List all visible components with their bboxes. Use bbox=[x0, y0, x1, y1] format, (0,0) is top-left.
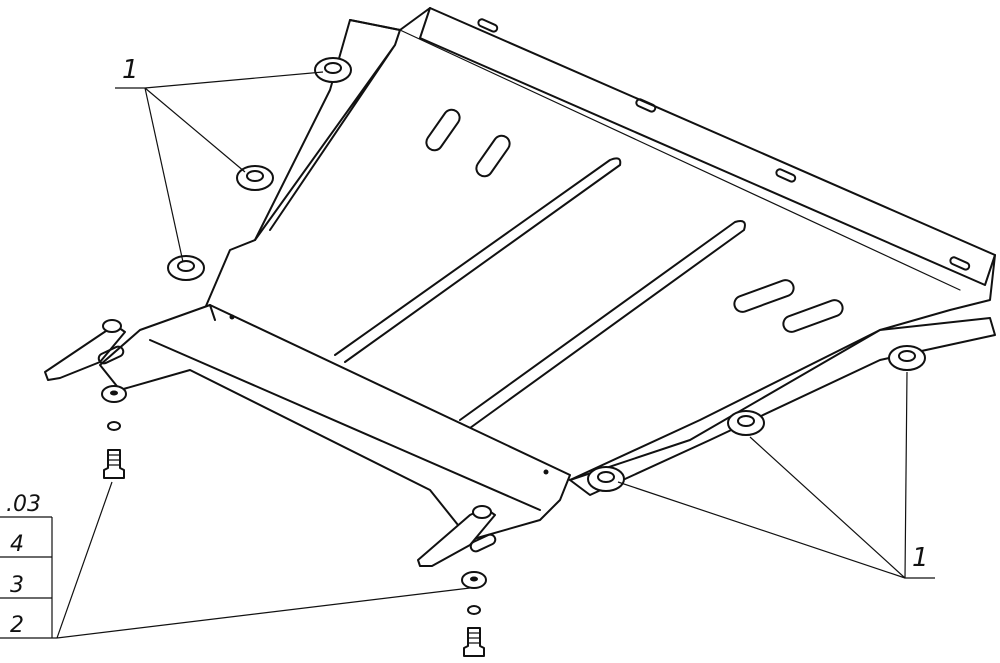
callout-label-top-left: 1 bbox=[122, 55, 139, 85]
left-hook-slot bbox=[97, 345, 125, 365]
leader-lines bbox=[56, 71, 935, 639]
fastener-stack-left bbox=[101, 385, 127, 479]
nut bbox=[167, 255, 205, 281]
spec-table: .03 4 3 2 bbox=[0, 492, 57, 639]
bolt bbox=[463, 627, 485, 657]
nut bbox=[472, 505, 492, 519]
spec-row: .03 bbox=[6, 492, 41, 517]
left-hook bbox=[44, 324, 126, 381]
lock-washer bbox=[467, 605, 481, 615]
washer-hole bbox=[470, 576, 478, 582]
right-bracket bbox=[569, 317, 996, 496]
plate-bend-line bbox=[399, 29, 961, 291]
skid-plate bbox=[199, 7, 996, 496]
cross-member-edge bbox=[149, 304, 541, 511]
spec-row: 3 bbox=[10, 573, 24, 598]
callout-label-bottom-right: 1 bbox=[912, 543, 929, 573]
leader-bottom-left bbox=[56, 481, 471, 639]
leader-bottom-right bbox=[617, 371, 935, 579]
spec-row: 4 bbox=[10, 532, 24, 557]
plate-left-flange bbox=[254, 19, 401, 241]
fastener-stack-right bbox=[461, 571, 487, 657]
flange-slots bbox=[477, 18, 971, 271]
nut bbox=[888, 345, 926, 371]
mounting-nuts bbox=[102, 57, 926, 519]
plate-front-flange bbox=[419, 7, 996, 286]
nut bbox=[727, 410, 765, 436]
vent-slots bbox=[425, 108, 844, 333]
nut bbox=[587, 466, 625, 492]
cross-member-hole bbox=[543, 469, 549, 475]
nut bbox=[314, 57, 352, 83]
bolt bbox=[103, 449, 125, 479]
cross-member-hole bbox=[229, 314, 235, 320]
front-cross-member bbox=[44, 304, 571, 567]
right-hook-slot bbox=[469, 533, 497, 553]
washer-hole bbox=[110, 390, 118, 396]
leader-top-left bbox=[115, 71, 324, 263]
lock-washer bbox=[107, 421, 121, 431]
stiffening-ribs bbox=[334, 157, 746, 429]
nut bbox=[102, 319, 122, 333]
nut bbox=[236, 165, 274, 191]
spec-row: 2 bbox=[10, 613, 24, 638]
